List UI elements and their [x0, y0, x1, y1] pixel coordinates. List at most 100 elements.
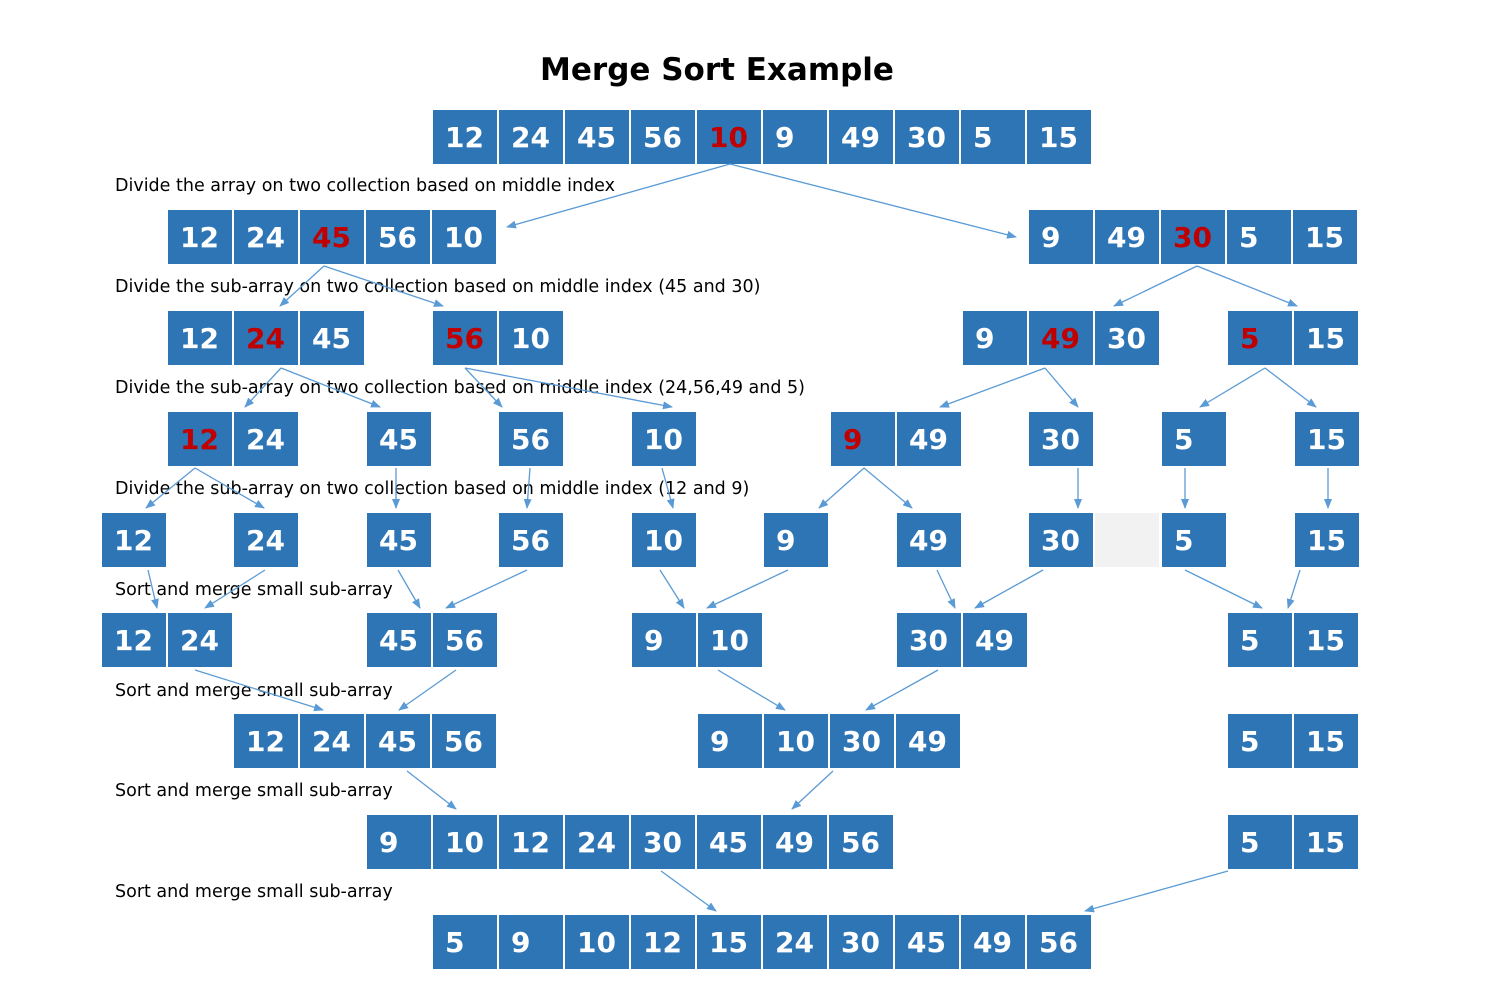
array-cell: 10 — [431, 209, 497, 265]
array-cell: 56 — [365, 209, 431, 265]
array-cell: 49 — [1094, 209, 1160, 265]
array-cell: 45 — [366, 612, 432, 668]
arrow — [464, 367, 503, 408]
arrow — [706, 569, 789, 609]
array-cell: 15 — [1292, 209, 1358, 265]
arrow — [974, 569, 1044, 609]
array-cell: 12 — [630, 914, 696, 970]
arrow — [1196, 265, 1298, 307]
array-cell: 15 — [1293, 814, 1359, 870]
array-cell: 10 — [432, 814, 498, 870]
array-cell: 49 — [960, 914, 1026, 970]
array-cell: 49 — [828, 109, 894, 165]
array-cell: 12 — [498, 814, 564, 870]
array-cell: 30 — [630, 814, 696, 870]
array-cell: 56 — [630, 109, 696, 165]
empty-cell — [1094, 512, 1160, 568]
array-cell: 24 — [498, 109, 564, 165]
array-cell: 56 — [498, 411, 564, 467]
step-caption: Divide the sub-array on two collection b… — [115, 479, 750, 499]
array-cell: 45 — [894, 914, 960, 970]
arrow — [729, 163, 1017, 239]
array-cell: 10 — [631, 512, 697, 568]
array-cell: 45 — [696, 814, 762, 870]
arrow — [1199, 367, 1266, 408]
arrow — [147, 569, 159, 609]
array-cell: 49 — [896, 411, 962, 467]
array-cell: 9 — [763, 512, 829, 568]
arrow — [1084, 870, 1229, 913]
array-cell: 15 — [1293, 612, 1359, 668]
array-cell: 9 — [498, 914, 564, 970]
array-cell: 9 — [697, 713, 763, 769]
array-cell: 30 — [894, 109, 960, 165]
arrow — [936, 569, 956, 609]
array-cell: 9 — [1028, 209, 1094, 265]
array-cell: 12 — [432, 109, 498, 165]
array-cell: 49 — [1028, 310, 1094, 366]
array-cell: 56 — [498, 512, 564, 568]
array-cell: 12 — [167, 310, 233, 366]
arrow — [280, 367, 381, 408]
array-cell: 5 — [1161, 512, 1227, 568]
array-cell: 56 — [1026, 914, 1092, 970]
array-cell: 30 — [828, 914, 894, 970]
array-cell: 5 — [432, 914, 498, 970]
array-cell: 24 — [233, 512, 299, 568]
array-cell: 49 — [762, 814, 828, 870]
array-cell: 12 — [233, 713, 299, 769]
array-cell: 9 — [962, 310, 1028, 366]
arrow — [145, 467, 196, 509]
array-cell: 30 — [829, 713, 895, 769]
array-cell: 56 — [432, 612, 498, 668]
array-cell: 12 — [101, 612, 167, 668]
array-cell: 24 — [762, 914, 828, 970]
arrow — [398, 669, 457, 711]
array-cell: 10 — [564, 914, 630, 970]
array-cell: 9 — [631, 612, 697, 668]
step-caption: Sort and merge small sub-array — [115, 781, 393, 801]
array-cell: 30 — [1094, 310, 1160, 366]
arrow — [204, 569, 266, 609]
array-cell: 5 — [1227, 713, 1293, 769]
array-cell: 45 — [365, 713, 431, 769]
array-cell: 24 — [167, 612, 233, 668]
array-cell: 5 — [1227, 310, 1293, 366]
array-cell: 30 — [1160, 209, 1226, 265]
arrow — [506, 163, 731, 229]
step-caption: Divide the array on two collection based… — [115, 176, 615, 196]
arrow — [863, 467, 913, 509]
arrow — [244, 367, 282, 408]
diagram-title: Merge Sort Example — [540, 52, 894, 88]
arrow — [445, 569, 528, 609]
arrow — [717, 669, 786, 711]
array-cell: 9 — [366, 814, 432, 870]
array-cell: 56 — [431, 713, 497, 769]
arrow — [660, 870, 717, 912]
array-cell: 45 — [299, 310, 365, 366]
array-cell: 12 — [167, 411, 233, 467]
step-caption: Divide the sub-array on two collection b… — [115, 277, 761, 297]
array-cell: 15 — [1293, 310, 1359, 366]
arrow — [323, 265, 444, 307]
array-cell: 56 — [432, 310, 498, 366]
arrow — [1044, 367, 1079, 408]
array-cell: 10 — [696, 109, 762, 165]
step-caption: Divide the sub-array on two collection b… — [115, 378, 805, 398]
array-cell: 5 — [1227, 814, 1293, 870]
arrow — [659, 569, 685, 609]
arrow — [939, 367, 1046, 408]
array-cell: 5 — [960, 109, 1026, 165]
array-cell: 24 — [233, 310, 299, 366]
arrow — [397, 569, 421, 609]
arrow — [194, 467, 265, 509]
arrow — [1264, 367, 1317, 408]
array-cell: 45 — [366, 411, 432, 467]
array-cell: 24 — [564, 814, 630, 870]
array-cell: 49 — [896, 512, 962, 568]
arrow — [464, 367, 673, 410]
array-cell: 10 — [631, 411, 697, 467]
array-cell: 12 — [167, 209, 233, 265]
step-caption: Sort and merge small sub-array — [115, 681, 393, 701]
array-cell: 49 — [962, 612, 1028, 668]
